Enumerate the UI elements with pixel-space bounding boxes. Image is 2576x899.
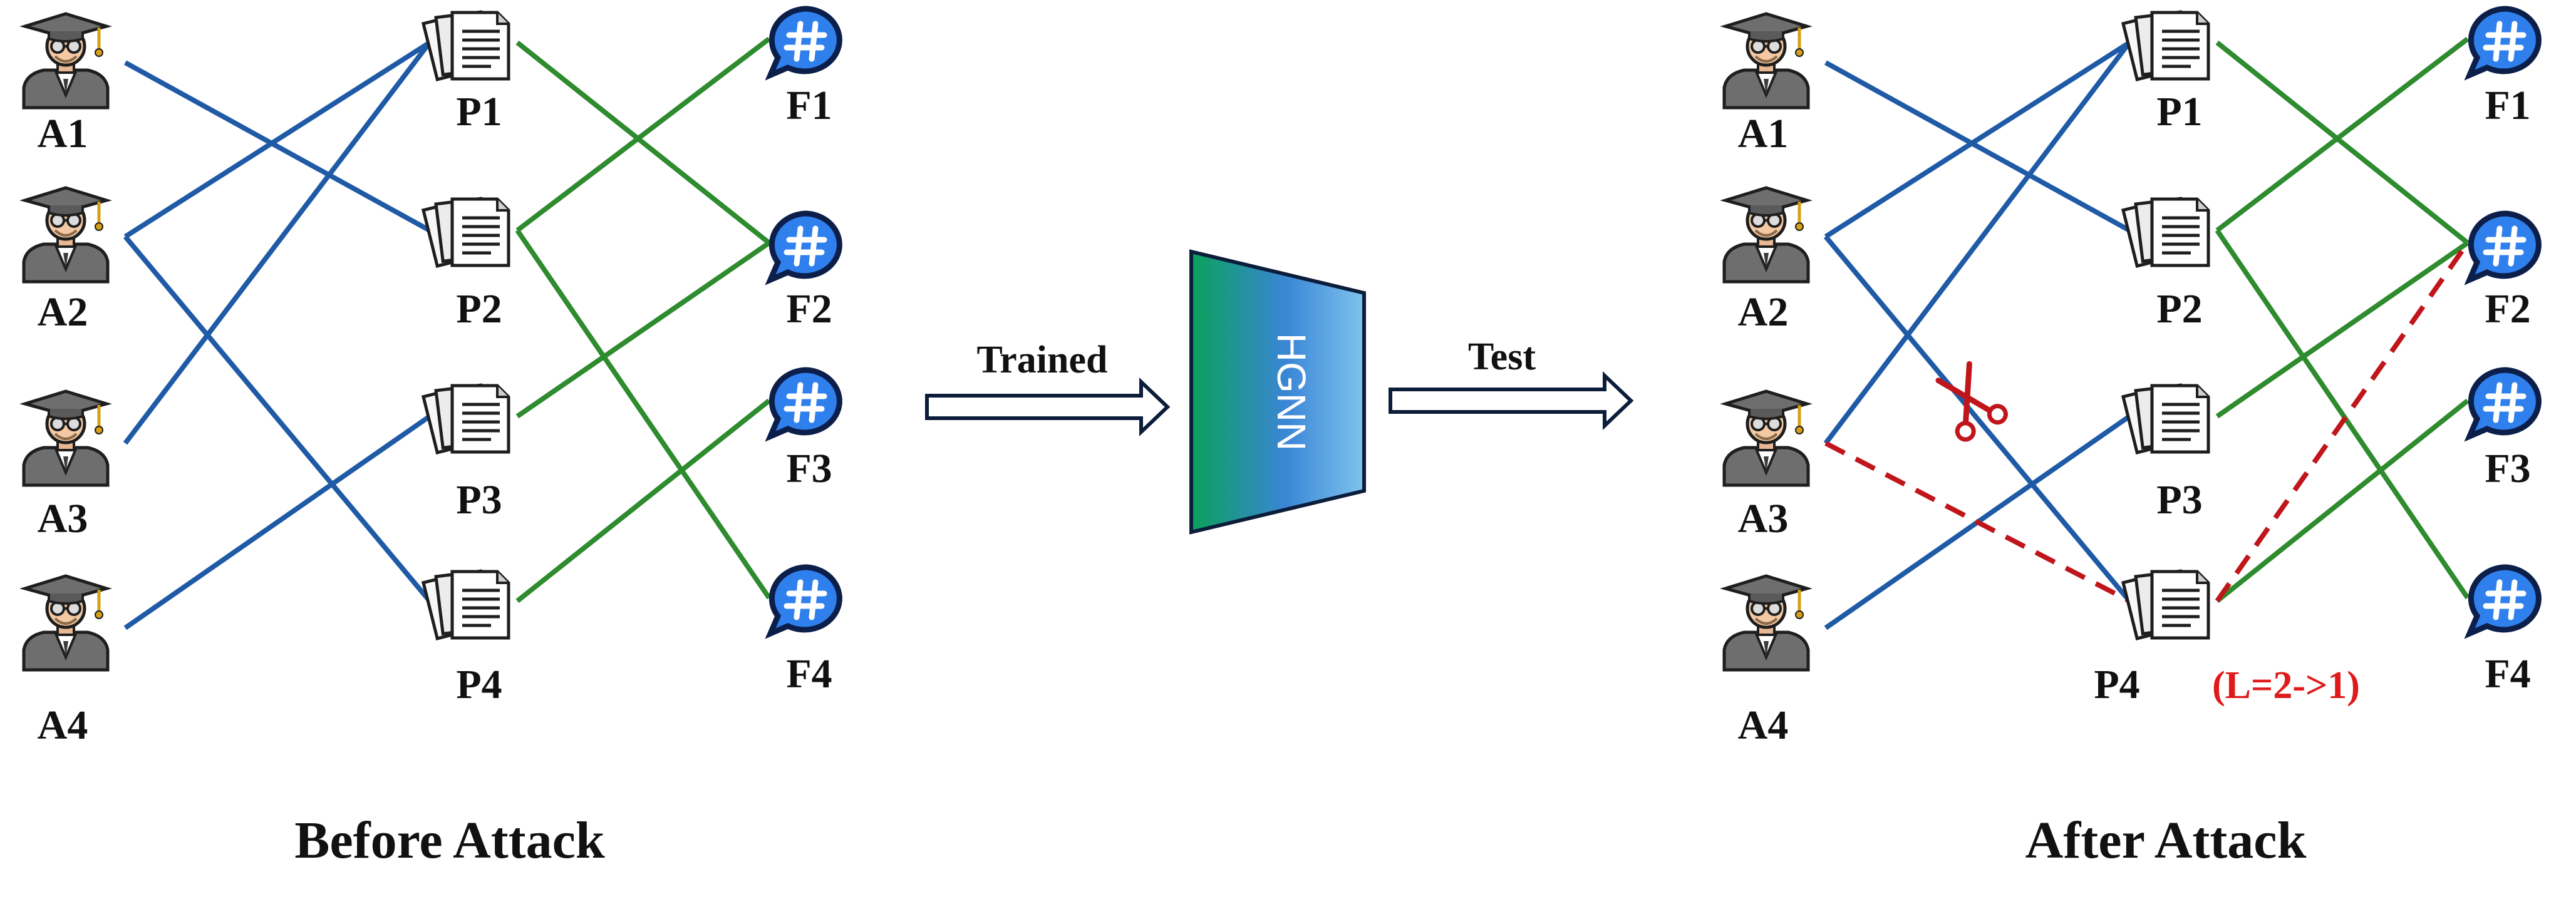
author-a4-graduate-icon xyxy=(1724,576,1808,670)
attack-edge-a3-p4 xyxy=(1824,441,2131,604)
paper-p3-document-icon xyxy=(423,385,509,453)
field-label-f2: F2 xyxy=(786,286,832,332)
hgnn-label: HGNN xyxy=(1269,333,1314,451)
edge-p4-f3 xyxy=(2215,398,2470,604)
paper-label-p4: P4 xyxy=(456,662,502,707)
paper-label-p2: P2 xyxy=(456,286,502,332)
field-f2-hashtag-bubble-icon xyxy=(2470,213,2538,280)
paper-label-p2: P2 xyxy=(2156,286,2202,332)
author-label-a4: A4 xyxy=(1738,702,1789,748)
right-caption: After Attack xyxy=(2025,811,2307,870)
author-a1-graduate-icon xyxy=(1724,14,1808,108)
edge-p2-f4 xyxy=(515,229,772,600)
scissors-icon xyxy=(1932,359,2009,442)
edge-p2-f1 xyxy=(2215,36,2470,233)
paper-label-p1: P1 xyxy=(2156,89,2202,135)
author-a3-graduate-icon xyxy=(1724,391,1808,485)
left-caption: Before Attack xyxy=(294,811,605,870)
paper-p4-document-icon xyxy=(423,571,509,639)
author-a2-graduate-icon xyxy=(1724,188,1808,282)
author-a4-graduate-icon xyxy=(24,576,108,670)
edge-a2-p4 xyxy=(1823,235,2132,603)
right-edges xyxy=(1823,36,2470,630)
middle-flow: Trained HGNN Test xyxy=(925,249,1634,535)
edge-a1-p2 xyxy=(124,60,431,233)
edge-a3-p1 xyxy=(1823,41,2132,445)
attack-edge-p4-f2 xyxy=(2215,241,2470,603)
left-edges xyxy=(123,36,772,630)
trained-arrow xyxy=(925,378,1171,436)
paper-label-p1: P1 xyxy=(456,89,502,135)
field-label-f4: F4 xyxy=(786,651,832,697)
field-f3-hashtag-bubble-icon xyxy=(770,370,839,436)
edge-p1-f2 xyxy=(515,40,771,245)
edge-p2-f4 xyxy=(2215,229,2470,600)
paper-p1-document-icon xyxy=(2123,12,2208,80)
edge-a1-p2 xyxy=(1824,60,2131,233)
edge-p4-f3 xyxy=(515,398,771,604)
p4-annotation: (L=2->1) xyxy=(2212,664,2360,707)
edge-p3-f2 xyxy=(515,240,771,419)
test-label: Test xyxy=(1468,336,1536,378)
edge-p1-f2 xyxy=(2215,40,2470,245)
edge-p2-f1 xyxy=(515,36,771,233)
paper-p1-document-icon xyxy=(423,12,509,80)
field-f2-hashtag-bubble-icon xyxy=(770,213,839,280)
paper-label-p4: P4 xyxy=(2094,662,2139,707)
edge-a4-p3 xyxy=(123,414,432,630)
field-label-f2: F2 xyxy=(2485,286,2530,332)
paper-p2-document-icon xyxy=(2123,198,2208,266)
author-label-a1: A1 xyxy=(38,111,88,157)
author-label-a3: A3 xyxy=(38,496,88,542)
author-label-a2: A2 xyxy=(38,289,88,335)
author-a3-graduate-icon xyxy=(24,391,108,485)
field-f3-hashtag-bubble-icon xyxy=(2470,370,2538,436)
hgnn-model-shape xyxy=(1189,249,1366,535)
author-a1-graduate-icon xyxy=(24,14,108,108)
author-a2-graduate-icon xyxy=(24,188,108,282)
trained-label: Trained xyxy=(977,339,1108,381)
edge-a2-p1 xyxy=(1824,40,2131,239)
field-label-f1: F1 xyxy=(2485,83,2530,128)
field-label-f1: F1 xyxy=(786,83,832,128)
edge-a2-p4 xyxy=(123,235,432,603)
paper-p2-document-icon xyxy=(423,198,509,266)
author-label-a2: A2 xyxy=(1738,289,1789,335)
paper-p3-document-icon xyxy=(2123,385,2208,453)
field-f4-hashtag-bubble-icon xyxy=(770,567,839,634)
author-label-a4: A4 xyxy=(38,702,88,748)
edge-a3-p1 xyxy=(123,41,432,445)
edge-p3-f2 xyxy=(2215,240,2470,419)
field-f1-hashtag-bubble-icon xyxy=(770,9,839,75)
paper-label-p3: P3 xyxy=(456,477,502,523)
field-label-f3: F3 xyxy=(786,446,832,491)
author-label-a1: A1 xyxy=(1738,111,1789,157)
field-label-f4: F4 xyxy=(2485,651,2530,697)
edge-a2-p1 xyxy=(123,40,432,239)
field-f1-hashtag-bubble-icon xyxy=(2470,9,2538,75)
paper-p4-document-icon xyxy=(2123,571,2208,639)
author-label-a3: A3 xyxy=(1738,496,1789,542)
paper-label-p3: P3 xyxy=(2156,477,2202,523)
test-arrow xyxy=(1389,371,1634,430)
field-f4-hashtag-bubble-icon xyxy=(2470,567,2538,634)
field-label-f3: F3 xyxy=(2485,446,2530,491)
